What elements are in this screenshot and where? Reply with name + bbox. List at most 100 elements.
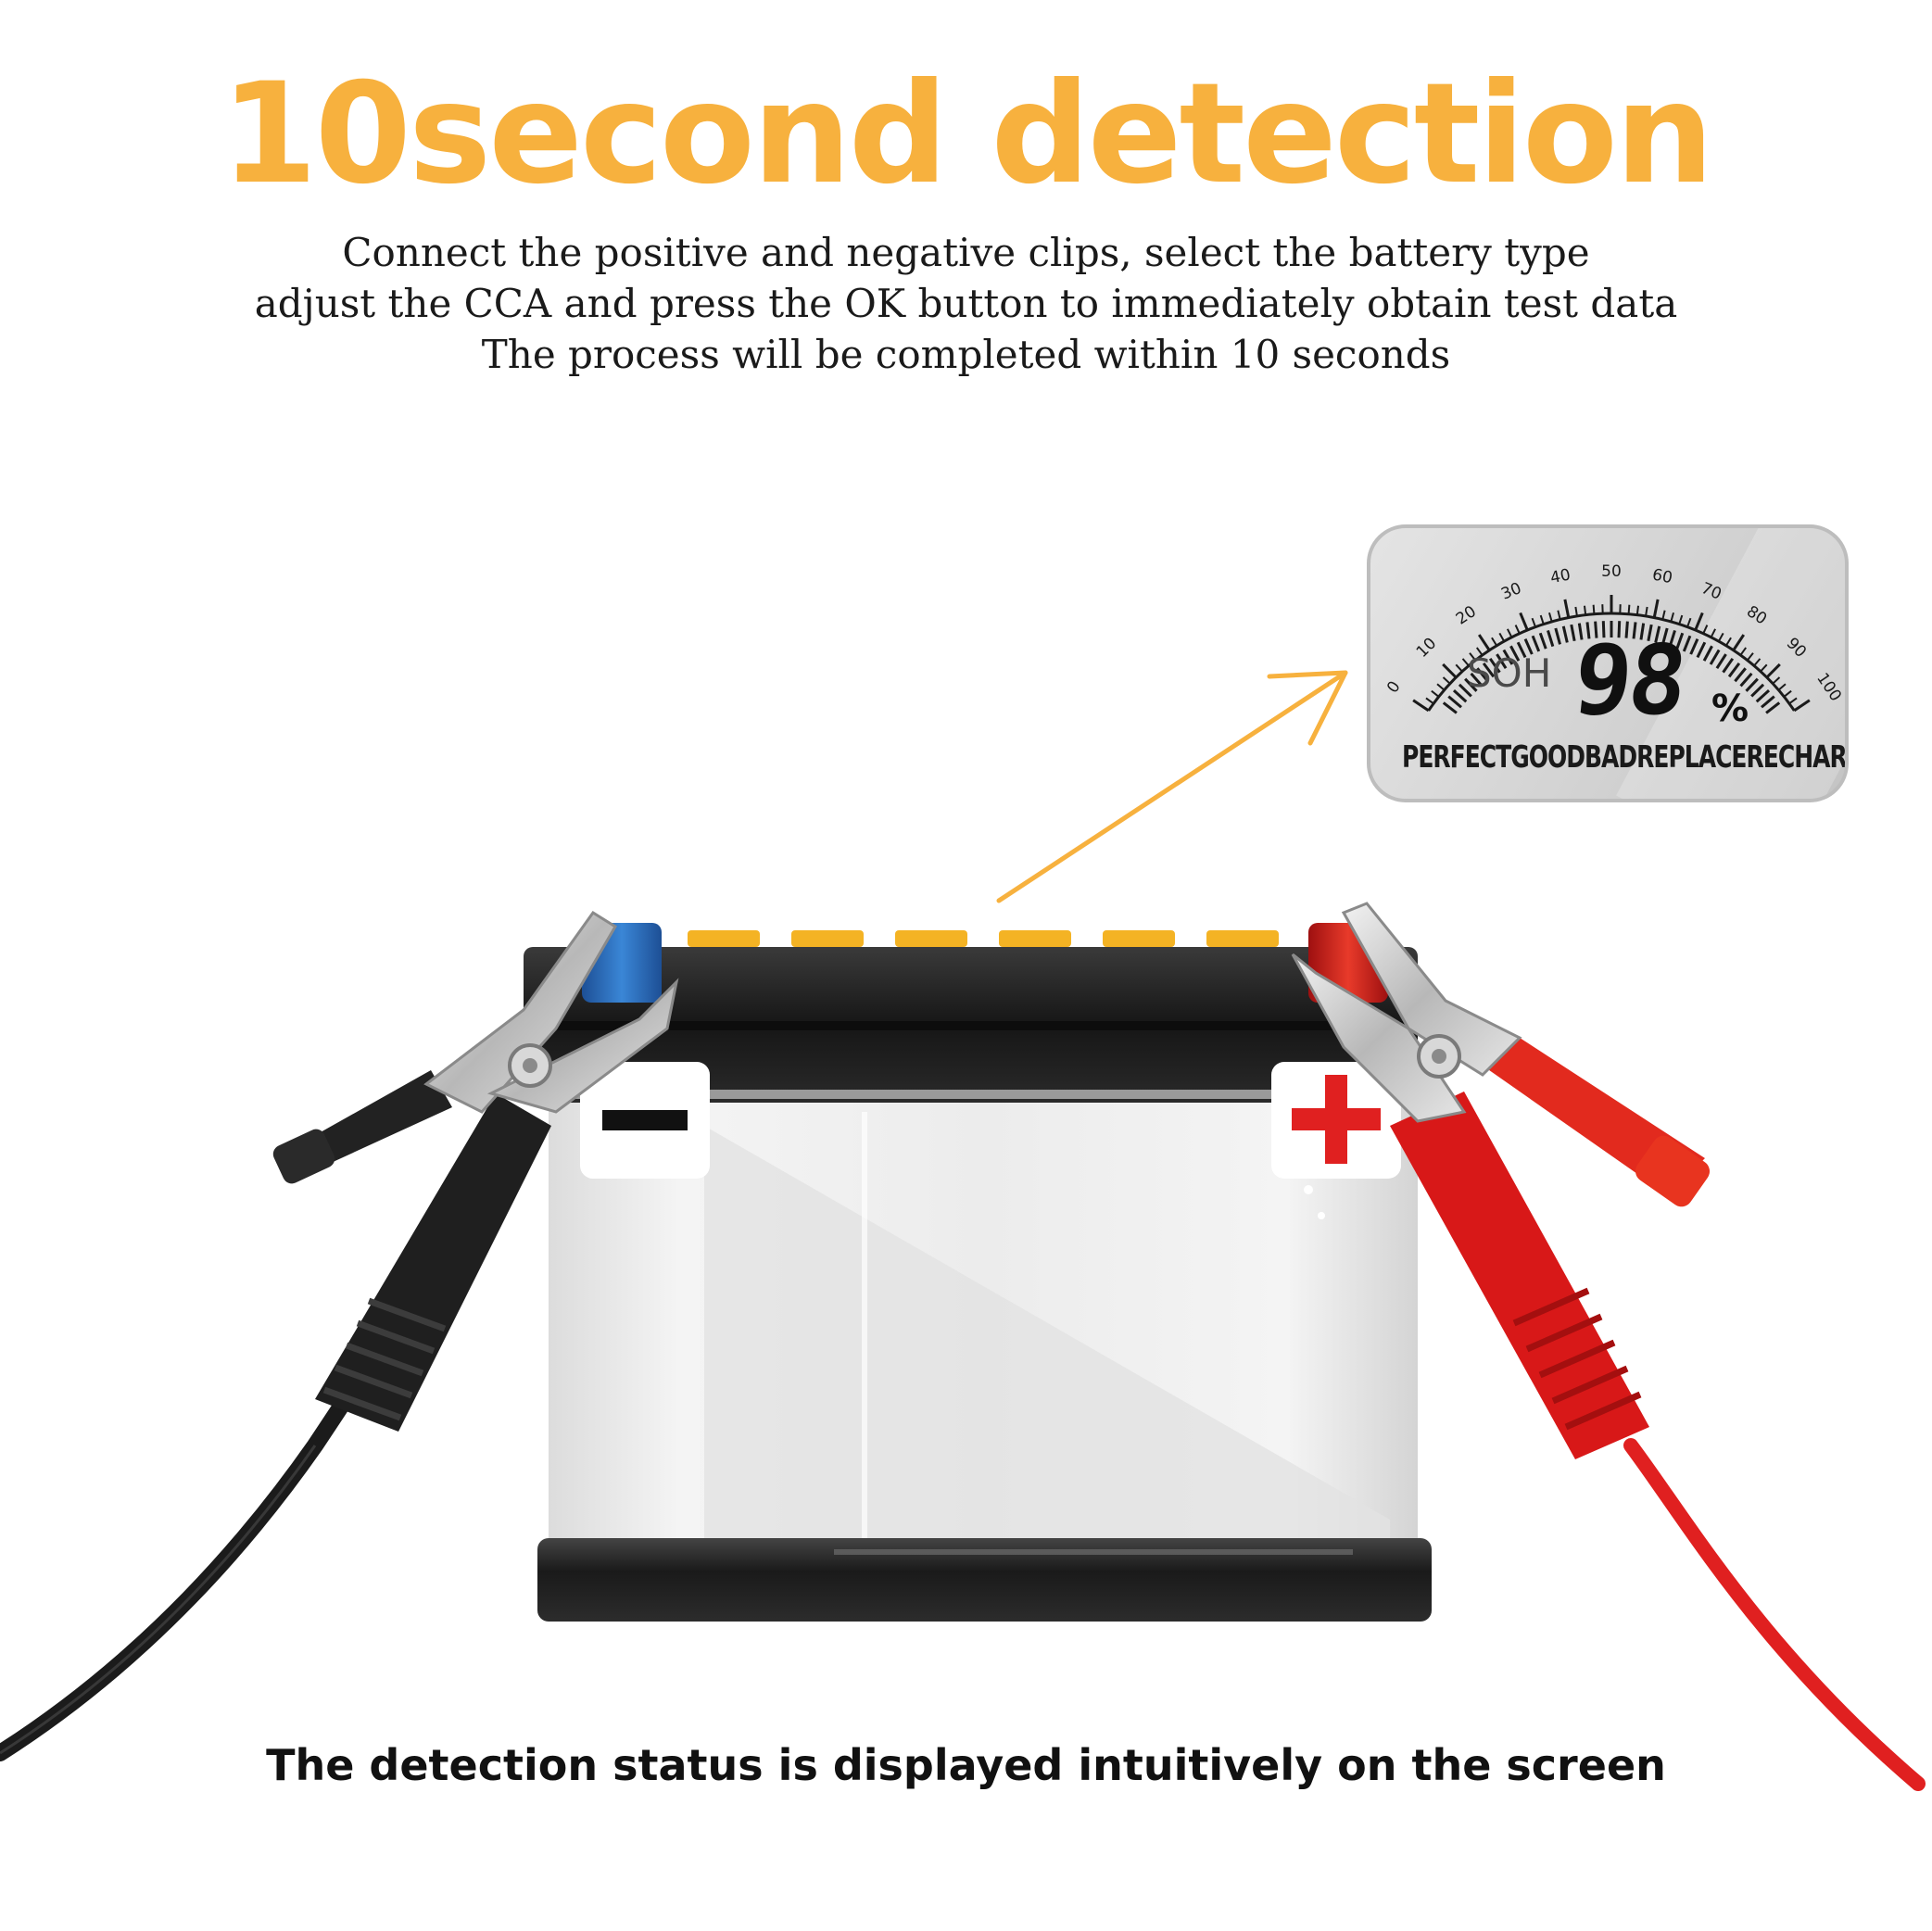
gauge-tick xyxy=(1694,612,1704,631)
gauge-tick xyxy=(1645,606,1648,617)
gauge-segment xyxy=(1755,688,1771,703)
gauge-tick xyxy=(1739,647,1748,656)
soh-value: 98 xyxy=(1568,624,1689,737)
negative-sign-icon xyxy=(602,1110,688,1130)
gauge-segment xyxy=(1727,663,1741,678)
gauge-tick-label: 40 xyxy=(1548,565,1572,587)
gauge-segment xyxy=(1452,688,1468,703)
headline: 10second detection xyxy=(0,65,1932,204)
gauge-segment xyxy=(1745,677,1759,692)
gauge-tick xyxy=(1539,614,1545,625)
gauge-tick-label: 80 xyxy=(1743,602,1770,629)
gauge-tick-label: 0 xyxy=(1383,678,1405,697)
gauge-tick xyxy=(1442,663,1458,679)
gauge-segment xyxy=(1538,632,1547,650)
gauge-tick xyxy=(1793,699,1811,713)
gauge-tick xyxy=(1514,625,1521,635)
gauge-segment xyxy=(1561,625,1569,643)
gauge-segment xyxy=(1458,683,1472,698)
gauge-tick xyxy=(1652,599,1660,618)
gauge-tick xyxy=(1678,614,1684,625)
gauge-tick xyxy=(1461,658,1470,667)
gauge-segment xyxy=(1502,649,1514,665)
gauge-tick xyxy=(1777,683,1787,691)
gauge-tick xyxy=(1469,652,1476,662)
gauge-segment xyxy=(1739,672,1753,688)
gauge-segment xyxy=(1661,627,1669,645)
pointer-arrow xyxy=(996,670,1348,903)
gauge-tick-label: 100 xyxy=(1812,670,1845,705)
gauge-segment xyxy=(1516,641,1527,659)
gauge-tick xyxy=(1531,617,1536,627)
gauge-tick xyxy=(1412,699,1430,713)
gauge-tick xyxy=(1477,634,1491,651)
gauge-tick-label: 30 xyxy=(1498,579,1524,604)
gauge-tick-label: 20 xyxy=(1453,602,1480,629)
gauge-segment xyxy=(1496,653,1508,670)
gauge-tick xyxy=(1635,605,1640,615)
gauge-tick xyxy=(1702,625,1709,635)
gauge-segment xyxy=(1476,667,1489,683)
gauge-tick xyxy=(1753,658,1762,667)
gauge-segment xyxy=(1531,635,1541,652)
gauge-segment xyxy=(1765,701,1781,714)
gauge-segment xyxy=(1442,701,1458,714)
gauge-segment xyxy=(1624,621,1629,638)
gauge-tick xyxy=(1455,663,1463,673)
gauge-segment xyxy=(1682,635,1692,652)
status-perfect: PERFECT xyxy=(1402,739,1511,775)
instructions: Connect the positive and negative clips,… xyxy=(0,227,1932,380)
gauge-tick xyxy=(1592,604,1596,614)
gauge-tick xyxy=(1627,604,1631,614)
headline-text: second detection xyxy=(408,54,1714,215)
gauge-segment xyxy=(1647,624,1653,642)
gauge-tick xyxy=(1425,697,1434,705)
gauge-tick xyxy=(1506,628,1513,638)
gauge-tick xyxy=(1717,632,1724,642)
gauge-segment xyxy=(1577,623,1584,640)
gauge-tick xyxy=(1747,652,1754,662)
gauge-segment xyxy=(1689,638,1699,655)
instruction-line-3: The process will be completed within 10 … xyxy=(481,332,1451,377)
headline-number: 10 xyxy=(221,54,411,215)
battery xyxy=(524,923,1432,1622)
gauge-tick xyxy=(1548,612,1553,623)
gauge-segment xyxy=(1696,641,1707,659)
gauge-tick xyxy=(1765,663,1781,679)
gauge-tick xyxy=(1491,637,1497,647)
gauge-segment xyxy=(1639,623,1646,640)
status-recharge: RECHARGE xyxy=(1746,739,1847,775)
gauge-segment xyxy=(1734,667,1747,683)
gauge-segment xyxy=(1482,663,1496,678)
gauge-tick xyxy=(1563,599,1571,618)
gauge-tick xyxy=(1431,689,1440,698)
gauge-tick-label: 50 xyxy=(1601,562,1622,581)
status-good: GOOD xyxy=(1510,739,1585,775)
gauge-tick xyxy=(1498,632,1506,642)
gauge-tick xyxy=(1710,628,1717,638)
gauge-segment xyxy=(1617,621,1622,638)
soh-unit: % xyxy=(1711,688,1749,730)
gauge-segment xyxy=(1464,677,1478,692)
gauge-tick xyxy=(1475,647,1484,656)
soh-label: SOH xyxy=(1467,650,1552,696)
gauge-tick xyxy=(1686,617,1692,627)
gauge-tick-label: 90 xyxy=(1783,634,1810,661)
gauge-tick xyxy=(1574,606,1578,617)
positive-sign-icon xyxy=(1292,1075,1381,1164)
gauge-segment xyxy=(1668,629,1676,648)
caption: The detection status is displayed intuit… xyxy=(266,1740,1666,1790)
gauge-tick xyxy=(1788,697,1798,705)
gauge-segment xyxy=(1702,645,1713,662)
gauge-tick xyxy=(1519,612,1529,631)
gauge-segment xyxy=(1470,672,1484,688)
gauge-segment xyxy=(1654,625,1661,643)
gauge-tick-label: 10 xyxy=(1413,634,1440,661)
status-replace: REPLACE xyxy=(1636,739,1747,775)
gauge-segment xyxy=(1761,695,1775,709)
gauge-segment xyxy=(1750,683,1765,698)
